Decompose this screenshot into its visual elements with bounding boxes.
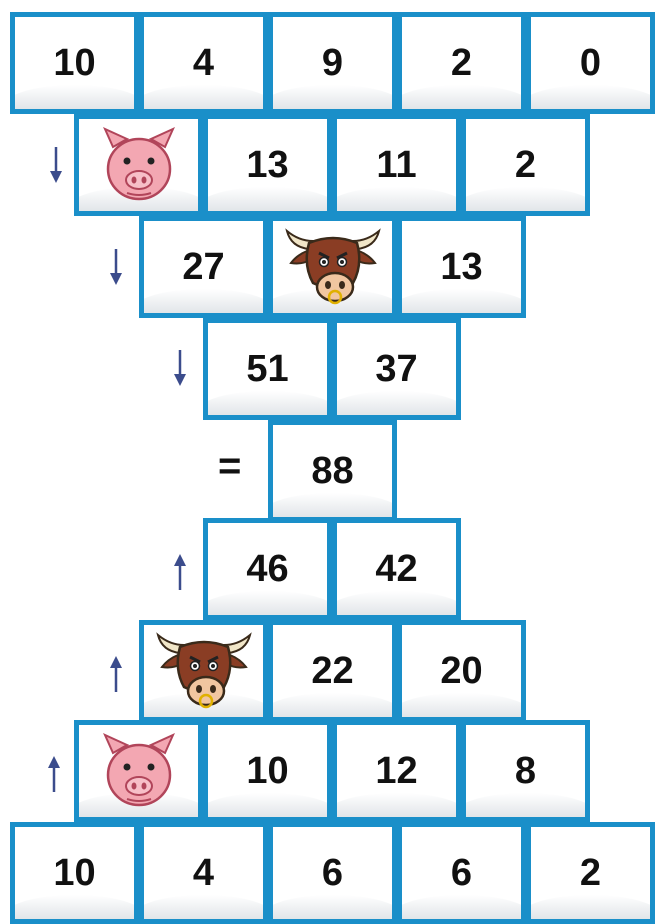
arrow-up-icon [170, 552, 190, 592]
cell-value: 27 [182, 246, 224, 289]
arrow-up-icon [44, 754, 64, 794]
arrow-down-icon [46, 145, 66, 185]
pig-face-icon [99, 731, 179, 811]
bottom-row3-cell-2: 10 [203, 720, 332, 822]
top-row1-cell-2: 4 [139, 12, 268, 114]
top-row1-cell-3: 9 [268, 12, 397, 114]
bull-face-icon [283, 225, 383, 309]
cell-value: 10 [53, 42, 95, 85]
bottom-row3-cell-3: 12 [332, 720, 461, 822]
top-row4-cell-1: 51 [203, 318, 332, 420]
cell-value: 12 [375, 750, 417, 793]
arrow-down-icon [170, 348, 190, 388]
bottom-row2-cell-2: 22 [268, 620, 397, 722]
top-row2-cell-2: 13 [203, 114, 332, 216]
top-row3-cell-2 [268, 216, 397, 318]
bottom-row1-cell-2: 42 [332, 518, 461, 620]
center-value: 88 [311, 450, 353, 493]
top-row1-cell-4: 2 [397, 12, 526, 114]
cell-value: 0 [580, 42, 601, 85]
bottom-row3-cell-4: 8 [461, 720, 590, 822]
pig-face-icon [99, 125, 179, 205]
cell-value: 51 [246, 348, 288, 391]
top-row1-cell-1: 10 [10, 12, 139, 114]
center-cell: 88 [268, 420, 397, 522]
bottom-row4-cell-3: 6 [268, 822, 397, 924]
cell-value: 10 [53, 852, 95, 895]
cell-value: 13 [440, 246, 482, 289]
cell-value: 42 [375, 548, 417, 591]
top-row2-cell-4: 2 [461, 114, 590, 216]
top-row1-cell-5: 0 [526, 12, 655, 114]
bottom-row2-cell-1 [139, 620, 268, 722]
bottom-row4-cell-1: 10 [10, 822, 139, 924]
cell-value: 4 [193, 42, 214, 85]
cell-value: 9 [322, 42, 343, 85]
cell-value: 20 [440, 650, 482, 693]
cell-value: 8 [515, 750, 536, 793]
bottom-row4-cell-2: 4 [139, 822, 268, 924]
cell-value: 11 [376, 144, 416, 187]
cell-value: 2 [580, 852, 601, 895]
equals-sign: = [218, 444, 241, 489]
bottom-row3-cell-1 [74, 720, 203, 822]
cell-value: 37 [375, 348, 417, 391]
cell-value: 6 [451, 852, 472, 895]
cell-value: 2 [451, 42, 472, 85]
cell-value: 6 [322, 852, 343, 895]
bottom-row2-cell-3: 20 [397, 620, 526, 722]
arrow-down-icon [106, 247, 126, 287]
top-row3-cell-3: 13 [397, 216, 526, 318]
top-row3-cell-1: 27 [139, 216, 268, 318]
cell-value: 10 [246, 750, 288, 793]
cell-value: 22 [311, 650, 353, 693]
bottom-row4-cell-4: 6 [397, 822, 526, 924]
arrow-up-icon [106, 654, 126, 694]
bottom-row4-cell-5: 2 [526, 822, 655, 924]
bottom-row1-cell-1: 46 [203, 518, 332, 620]
cell-value: 2 [515, 144, 536, 187]
bull-face-icon [154, 629, 254, 713]
cell-value: 46 [246, 548, 288, 591]
top-row2-cell-1 [74, 114, 203, 216]
top-row4-cell-2: 37 [332, 318, 461, 420]
cell-value: 4 [193, 852, 214, 895]
cell-value: 13 [246, 144, 288, 187]
top-row2-cell-3: 11 [332, 114, 461, 216]
